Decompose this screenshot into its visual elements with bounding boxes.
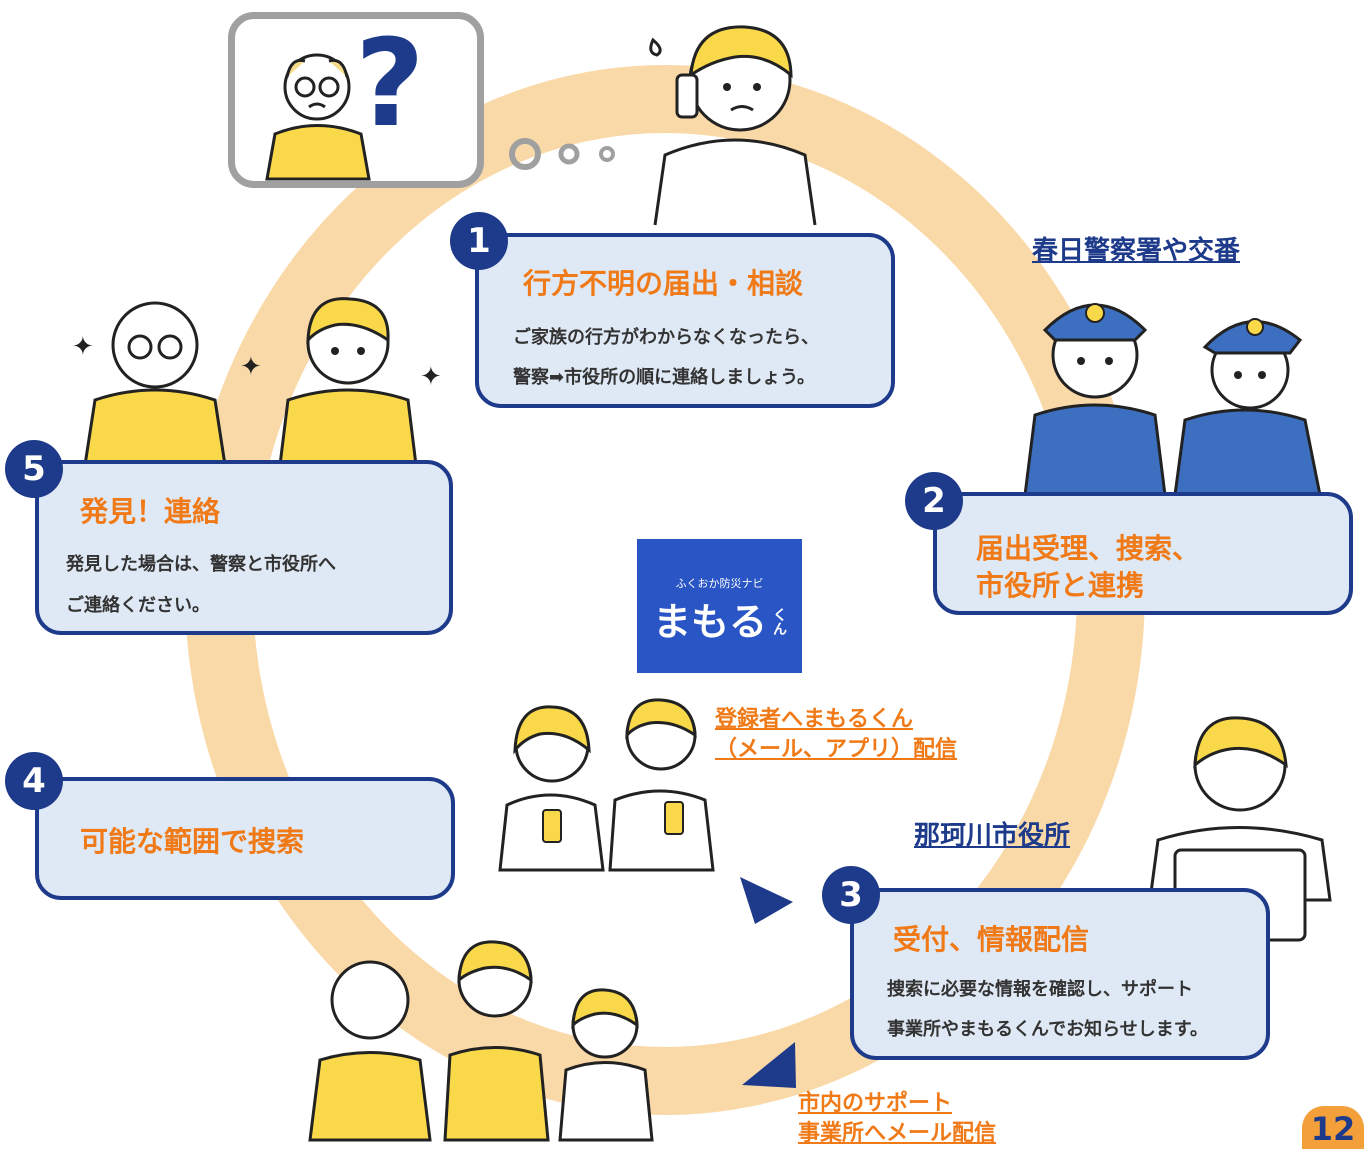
step2-title-line2: 市役所と連携: [976, 569, 1145, 602]
step5-number: 5: [5, 440, 63, 498]
logo-subtitle: ふくおか防災ナビ: [675, 577, 764, 590]
step1-text-line1: ご家族の行方がわからなくなったら、: [513, 327, 819, 348]
city-hall-label: 那珂川市役所: [914, 821, 1071, 851]
step4-number: 4: [5, 752, 63, 810]
registrants-label-line1: 登録者へまもるくん: [715, 707, 914, 732]
step5-title: 発見！連絡: [80, 495, 221, 528]
step5-box: [35, 460, 453, 635]
police-officers-illustration: [1023, 303, 1322, 497]
step3-box: [850, 888, 1270, 1060]
step5-text-line1: 発見した場合は、警察と市役所へ: [66, 554, 336, 575]
svg-text:✦: ✦: [240, 352, 262, 382]
step3-text-line1: 捜索に必要な情報を確認し、サポート: [887, 979, 1193, 1000]
step1-title: 行方不明の届出・相談: [523, 267, 804, 300]
step3-number: 3: [822, 866, 880, 924]
registrants-label-line2: （メール、アプリ）配信: [715, 737, 958, 762]
step1-number: 1: [450, 212, 508, 270]
arrow-to-support: [742, 1042, 796, 1088]
police-station-label: 春日警察署や交番: [1032, 236, 1241, 266]
mamorukun-logo: ふくおか防災ナビ まもる くん: [637, 539, 802, 673]
step4-title: 可能な範囲で捜索: [80, 825, 305, 858]
logo-suffix: くん: [773, 608, 787, 638]
thought-dots: [509, 138, 615, 170]
thought-bubble: [228, 12, 484, 188]
logo-title: まもる: [653, 600, 768, 644]
support-workers-illustration: [308, 940, 654, 1142]
step2-number: 2: [905, 472, 963, 530]
step3-text-line2: 事業所やまもるくんでお知らせします。: [887, 1019, 1208, 1040]
registrants-with-phones-illustration: [498, 698, 715, 872]
relieved-family-illustration: ✦ ✦ ✦: [72, 297, 442, 467]
support-label-line2: 事業所へメール配信: [798, 1121, 997, 1146]
step3-title: 受付、情報配信: [893, 923, 1090, 956]
step5-text-line2: ご連絡ください。: [66, 595, 210, 616]
step1-text-line2: 警察➡市役所の順に連絡しましょう。: [513, 367, 816, 388]
page-number: 12: [1302, 1106, 1364, 1149]
step1-box: [475, 233, 895, 408]
worried-caller-illustration: [649, 25, 817, 226]
step4-box: [35, 777, 455, 900]
arrow-to-step3: [740, 877, 793, 924]
svg-text:✦: ✦: [72, 332, 94, 362]
support-label-line1: 市内のサポート: [798, 1091, 953, 1116]
step2-box: [933, 492, 1353, 615]
svg-text:✦: ✦: [420, 362, 442, 392]
confused-elder-illustration: [265, 53, 371, 181]
step2-title-line1: 届出受理、捜索、: [976, 532, 1201, 565]
question-mark: ?: [355, 15, 425, 154]
